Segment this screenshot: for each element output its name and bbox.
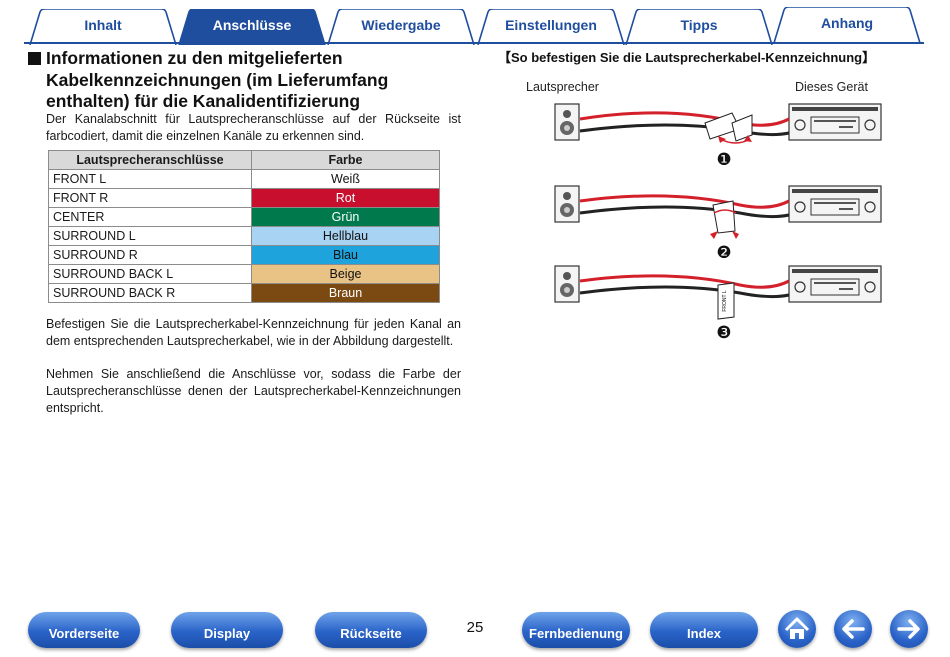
tab-anhang[interactable]: Anhang	[772, 7, 922, 43]
tab-wiedergabe-label: Wiedergabe	[361, 17, 441, 33]
nav-fernbedienung-label: Fernbedienung	[529, 625, 623, 641]
color-cell: Blau	[251, 245, 440, 265]
arrow-right-icon	[897, 619, 920, 639]
back-button[interactable]	[834, 610, 872, 648]
label-device: Dieses Gerät	[795, 80, 868, 94]
step-3-number: ❸	[716, 323, 731, 343]
connector-name: SURROUND BACK L	[48, 264, 252, 284]
connector-name: FRONT R	[48, 188, 252, 208]
tab-tipps-label: Tipps	[680, 17, 718, 33]
tab-bar: Inhalt Einstellungen Tipps Anhang Wieder…	[0, 0, 950, 45]
paragraph-connect: Nehmen Sie anschließend die Anschlüsse v…	[46, 367, 461, 415]
step-1-number: ❶	[716, 150, 731, 170]
tab-underline	[24, 42, 924, 44]
tag-label: FRONT L	[722, 290, 728, 312]
table-header-color: Farbe	[251, 150, 440, 170]
section-title-text: Informationen zu den mitgelieferten Kabe…	[46, 48, 389, 111]
section-title: Informationen zu den mitgelieferten Kabe…	[28, 48, 468, 113]
nav-vorderseite-label: Vorderseite	[48, 625, 120, 641]
cable-label-diagram: ❶ ❷ FRONT L ❸	[554, 103, 882, 343]
nav-display-label: Display	[203, 625, 251, 641]
color-cell: Weiß	[251, 169, 440, 189]
nav-index-button[interactable]: Index	[650, 612, 758, 648]
step-1-illustration	[554, 103, 882, 144]
connector-name: SURROUND R	[48, 245, 252, 265]
connector-name: FRONT L	[48, 169, 252, 189]
bullet-square-icon	[28, 52, 41, 65]
arrow-left-icon	[842, 619, 865, 639]
table-header-connectors: Lautsprecheranschlüsse	[48, 150, 252, 170]
color-cell: Braun	[251, 283, 440, 303]
step-2-number: ❷	[716, 243, 731, 263]
color-cell: Rot	[251, 188, 440, 208]
step-2-illustration	[554, 185, 882, 239]
connector-name: SURROUND L	[48, 226, 252, 246]
nav-rueckseite-button[interactable]: Rückseite	[315, 612, 427, 648]
tab-anschluesse-label: Anschlüsse	[212, 17, 292, 33]
page-number: 25	[466, 619, 484, 636]
howto-title: 【So befestigen Sie die Lautsprecherkabel…	[498, 50, 876, 65]
tab-einstellungen-label: Einstellungen	[505, 17, 597, 33]
nav-rueckseite-label: Rückseite	[340, 625, 402, 641]
tab-wiedergabe[interactable]: Wiedergabe	[326, 9, 476, 45]
tab-anschluesse[interactable]: Anschlüsse	[177, 9, 327, 45]
intro-text: Der Kanalabschnitt für Lautsprecheransch…	[46, 112, 461, 143]
color-cell: Beige	[251, 264, 440, 284]
tab-inhalt[interactable]: Inhalt	[28, 9, 178, 45]
color-cell: Grün	[251, 207, 440, 227]
tab-anhang-label: Anhang	[820, 15, 874, 31]
nav-index-label: Index	[687, 625, 721, 641]
color-cell: Hellblau	[251, 226, 440, 246]
connector-name: CENTER	[48, 207, 252, 227]
tab-einstellungen[interactable]: Einstellungen	[476, 9, 626, 45]
tab-inhalt-label: Inhalt	[84, 17, 122, 33]
connector-name: SURROUND BACK R	[48, 283, 252, 303]
home-icon	[784, 617, 810, 639]
nav-fernbedienung-button[interactable]: Fernbedienung	[522, 612, 630, 648]
paragraph-attach: Befestigen Sie die Lautsprecherkabel-Ken…	[46, 317, 461, 348]
tab-tipps[interactable]: Tipps	[624, 9, 774, 45]
label-speaker: Lautsprecher	[526, 80, 599, 94]
forward-button[interactable]	[890, 610, 928, 648]
nav-display-button[interactable]: Display	[171, 612, 283, 648]
step-3-illustration: FRONT L	[554, 265, 882, 320]
home-button[interactable]	[778, 610, 816, 648]
nav-vorderseite-button[interactable]: Vorderseite	[28, 612, 140, 648]
